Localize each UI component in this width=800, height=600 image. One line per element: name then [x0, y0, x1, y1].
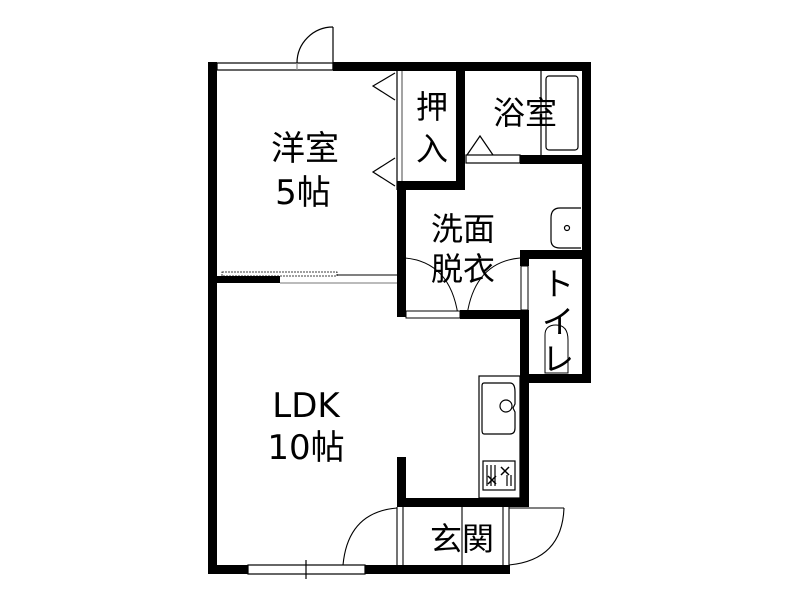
gas-stove-icon: [482, 460, 516, 491]
entrance-front-door: [508, 507, 565, 566]
wall-washroom-left: [397, 181, 406, 317]
wall-kitchen-right: [520, 310, 529, 506]
entrance-inner-door: [342, 507, 398, 566]
sliding-partition: [221, 271, 397, 284]
room-washroom: 洗面 脱衣: [431, 210, 495, 288]
room-name-closet-2: 入: [416, 130, 448, 168]
room-name-bathroom: 浴室: [493, 94, 557, 132]
kitchen-sink-icon: [481, 382, 516, 435]
wall-toilet-bottom: [520, 374, 591, 383]
wall-left: [208, 62, 217, 574]
wall-bottom-left: [208, 565, 248, 574]
room-western: 洋室 5帖: [271, 129, 339, 213]
wall-toilet-left-top: [520, 250, 529, 266]
room-name-washroom-2: 脱衣: [431, 250, 495, 288]
wall-bottom-right: [365, 565, 510, 574]
room-size-ldk: 10帖: [267, 428, 344, 468]
wall-bath-bottom: [520, 155, 591, 164]
room-name-washroom-1: 洗面: [431, 210, 495, 248]
room-name-toilet-3: レ: [542, 340, 574, 378]
room-name-entrance: 玄関: [430, 520, 494, 558]
room-name-ldk: LDK: [272, 386, 341, 426]
wall-right: [582, 62, 591, 382]
washroom-doors: [404, 257, 521, 319]
toilet-door: [520, 265, 529, 311]
bathroom-door: [465, 134, 521, 164]
walls: [208, 62, 591, 574]
room-entrance: 玄関: [430, 520, 494, 558]
wall-ldk-stub: [397, 457, 406, 506]
windows: [216, 62, 366, 579]
kitchen-counter: [478, 375, 521, 499]
door-top: [296, 26, 334, 70]
room-size-western: 5帖: [275, 173, 331, 213]
wall-toilet-top: [520, 250, 591, 259]
wall-closet-right: [456, 62, 465, 190]
wall-partition-left: [208, 276, 280, 283]
window-top: [216, 62, 334, 71]
room-bathroom: 浴室: [493, 94, 557, 132]
entrance-frame: [396, 507, 510, 565]
room-name-toilet-2: イ: [542, 303, 574, 341]
washbasin-icon: [550, 207, 581, 249]
wall-closet-bottom: [397, 181, 465, 190]
room-name-closet-1: 押: [416, 88, 448, 126]
room-ldk: LDK 10帖: [267, 386, 344, 468]
bathtub-icon: [540, 71, 579, 155]
closet-doors: [371, 71, 403, 190]
toilet-icon: [544, 324, 569, 374]
room-closet: 押 入: [416, 88, 448, 168]
wall-entrance-top: [397, 498, 529, 507]
room-toilet: ト イ レ: [542, 265, 574, 378]
wall-washroom-bottom: [460, 310, 529, 319]
room-name-western: 洋室: [271, 129, 339, 169]
room-name-toilet-1: ト: [542, 265, 574, 303]
